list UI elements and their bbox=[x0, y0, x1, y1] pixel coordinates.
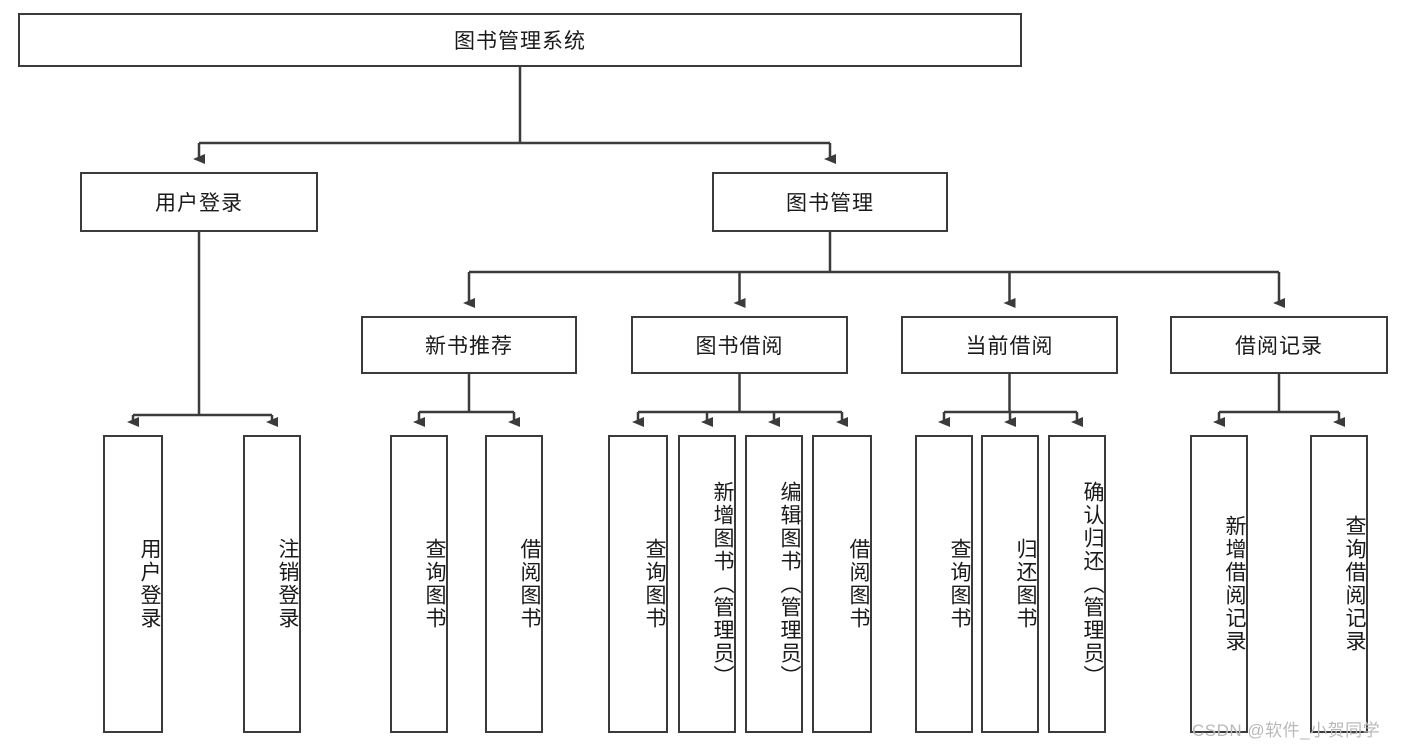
node-label: 当前借阅 bbox=[965, 335, 1054, 358]
node-label: 图书借阅 bbox=[695, 335, 784, 358]
node-current[interactable]: 当前借阅 bbox=[901, 316, 1118, 374]
node-label: 借阅记录 bbox=[1235, 335, 1323, 358]
node-l_badd[interactable]: 新增图书（管理员） bbox=[678, 435, 736, 733]
node-l_rquery[interactable]: 查询借阅记录 bbox=[1310, 435, 1368, 733]
node-records[interactable]: 借阅记录 bbox=[1170, 316, 1388, 374]
node-label: 新增借阅记录 bbox=[1223, 515, 1246, 653]
node-label: 查询图书 bbox=[643, 538, 666, 630]
node-label: 新增图书（管理员） bbox=[711, 480, 734, 688]
node-l_cq[interactable]: 查询图书 bbox=[915, 435, 973, 733]
node-label: 用户登录 bbox=[155, 192, 243, 215]
node-label: 注销登录 bbox=[276, 538, 299, 630]
node-l_bq[interactable]: 查询图书 bbox=[608, 435, 668, 733]
node-l_creturn[interactable]: 归还图书 bbox=[981, 435, 1039, 733]
node-l_bborrow[interactable]: 借阅图书 bbox=[812, 435, 872, 733]
node-label: 新书推荐 bbox=[425, 335, 513, 358]
node-l_bedit[interactable]: 编辑图书（管理员） bbox=[745, 435, 803, 733]
node-label: 图书管理 bbox=[786, 192, 874, 215]
node-l_logout[interactable]: 注销登录 bbox=[243, 435, 301, 733]
node-label: 归还图书 bbox=[1014, 538, 1037, 630]
node-newbook[interactable]: 新书推荐 bbox=[361, 316, 577, 374]
node-label: 查询借阅记录 bbox=[1343, 515, 1366, 653]
node-l_login[interactable]: 用户登录 bbox=[103, 435, 163, 733]
node-l_radd[interactable]: 新增借阅记录 bbox=[1190, 435, 1248, 733]
node-label: 确认归还（管理员） bbox=[1081, 480, 1104, 688]
node-bookmgmt[interactable]: 图书管理 bbox=[712, 172, 948, 232]
node-label: 借阅图书 bbox=[847, 538, 870, 630]
node-label: 查询图书 bbox=[948, 538, 971, 630]
node-l_cconfirm[interactable]: 确认归还（管理员） bbox=[1048, 435, 1106, 733]
node-label: 查询图书 bbox=[423, 538, 446, 630]
node-root[interactable]: 图书管理系统 bbox=[18, 13, 1022, 67]
node-label: 用户登录 bbox=[138, 538, 161, 630]
node-l_nb_query[interactable]: 查询图书 bbox=[390, 435, 448, 733]
node-label: 借阅图书 bbox=[518, 538, 541, 630]
node-l_nb_borrow[interactable]: 借阅图书 bbox=[485, 435, 543, 733]
node-login[interactable]: 用户登录 bbox=[80, 172, 318, 232]
node-label: 图书管理系统 bbox=[454, 30, 586, 53]
csdn-watermark: CSDN @软件_小贺同学 bbox=[1192, 721, 1381, 740]
node-label: 编辑图书（管理员） bbox=[778, 480, 801, 688]
node-borrow[interactable]: 图书借阅 bbox=[631, 316, 848, 374]
